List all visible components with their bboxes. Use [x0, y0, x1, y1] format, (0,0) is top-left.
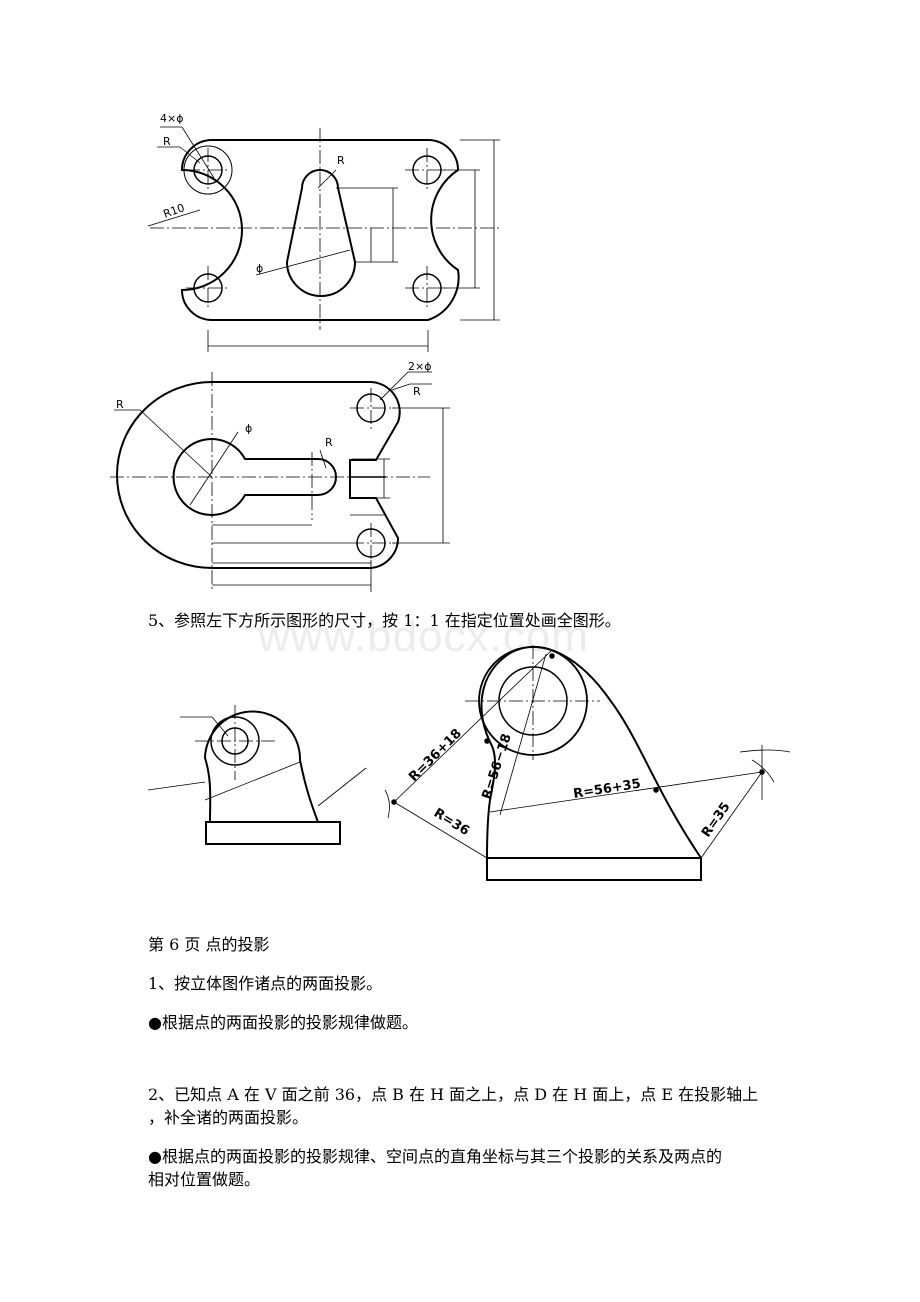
dim-r-56-plus-35: R=56+35 — [572, 777, 641, 802]
fig1-r-corner-label: R — [163, 135, 171, 148]
question-1-hint: ●根据点的两面投影的投影规律做题。 — [148, 1013, 418, 1032]
figure-1-plate — [147, 126, 500, 352]
figure-3-left-support — [147, 705, 367, 845]
dim-r-36: R=36 — [431, 806, 472, 839]
figure-3-right-construction — [384, 645, 791, 881]
dim-r-35: R=35 — [699, 800, 734, 841]
figure-2-lever — [110, 371, 450, 592]
question-1-text: 1、按立体图作诸点的两面投影。 — [148, 974, 383, 993]
question-5-text: 5、参照左下方所示图形的尺寸，按 1：1 在指定位置处画全图形。 — [148, 611, 621, 630]
fig2-r-hole-label: R — [413, 385, 421, 398]
question-2-line-2: ，补全诸的两面投影。 — [148, 1108, 309, 1127]
fig1-r10-label: R10 — [162, 201, 187, 221]
fig1-phi-label: ϕ — [256, 262, 263, 275]
dim-r-36-plus-18: R=36+18 — [406, 726, 465, 785]
question-2-hint-line-1: ●根据点的两面投影的投影规律、空间点的直角坐标与其三个投影的关系及两点的 — [148, 1147, 722, 1166]
question-2-line-1: 2、已知点 A 在 V 面之前 36，点 B 在 H 面之上，点 D 在 H 面… — [148, 1085, 759, 1104]
fig2-holes-label: 2×ϕ — [408, 360, 431, 373]
page-6-heading: 第 6 页 点的投影 — [148, 935, 270, 954]
fig2-r-outer-label: R — [116, 398, 124, 411]
fig1-holes-label: 4×ϕ — [160, 112, 183, 125]
fig1-r-slot-label: R — [337, 154, 345, 167]
fig2-phi-label: ϕ — [245, 422, 252, 435]
fig2-r-slot-label: R — [325, 436, 333, 449]
question-2-hint-line-2: 相对位置做题。 — [148, 1170, 261, 1189]
